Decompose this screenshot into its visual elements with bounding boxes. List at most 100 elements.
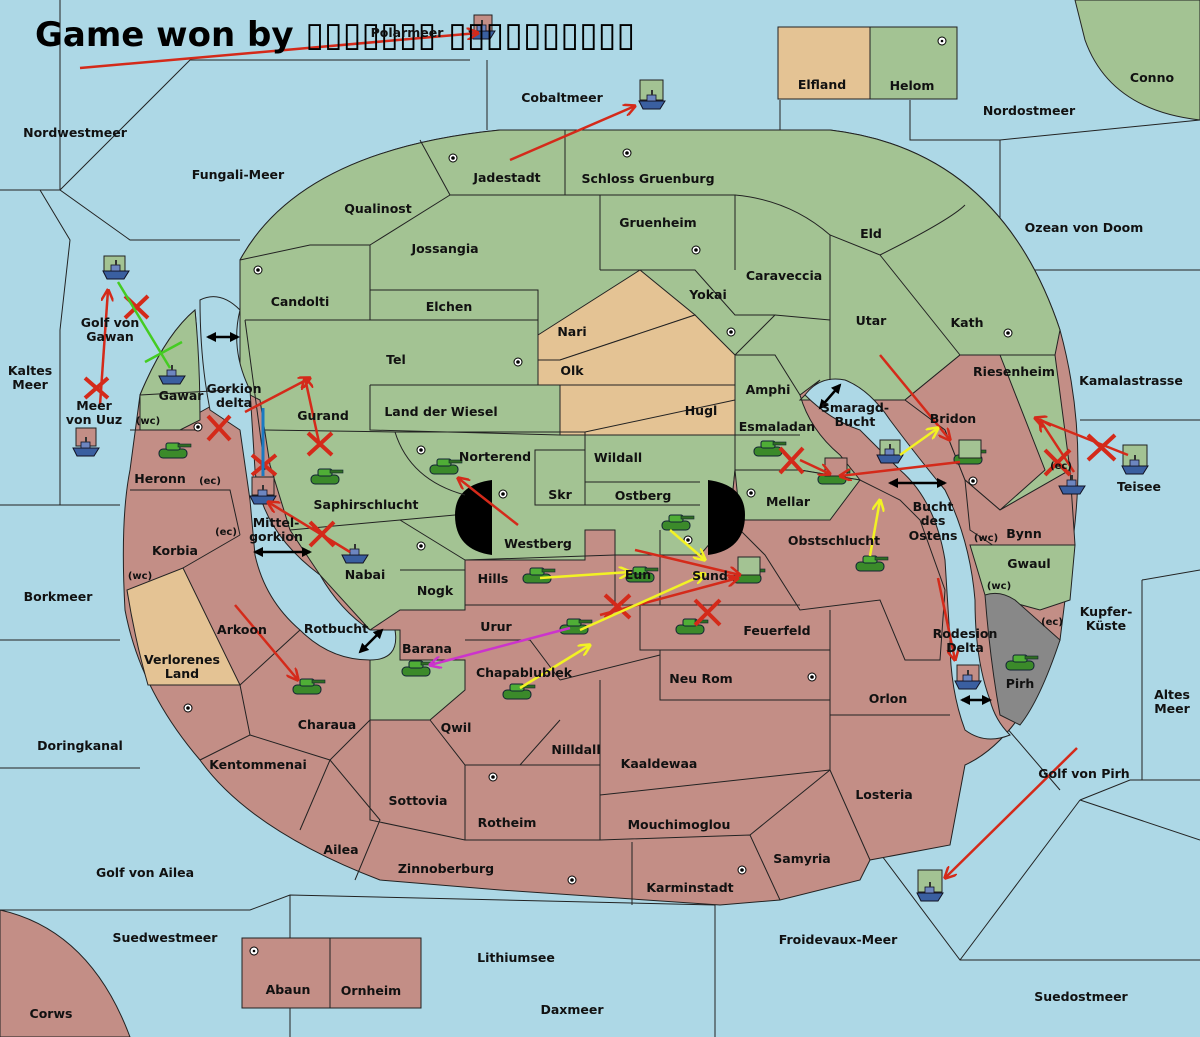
sea-altes-1[interactable]: Altes	[1154, 687, 1190, 702]
label-gruenheim[interactable]: Gruenheim	[619, 215, 696, 230]
label-zinnoberburg[interactable]: Zinnoberburg	[398, 861, 494, 876]
label-karminstadt[interactable]: Karminstadt	[646, 880, 733, 895]
label-olk[interactable]: Olk	[560, 363, 584, 378]
label-nilldall[interactable]: Nilldall	[551, 742, 600, 757]
label-verlorenes-1[interactable]: Verlorenes	[144, 652, 220, 667]
label-candolti[interactable]: Candolti	[271, 294, 330, 309]
sea-nordostmeer[interactable]: Nordostmeer	[983, 103, 1076, 118]
label-norterend[interactable]: Norterend	[459, 449, 531, 464]
label-kath[interactable]: Kath	[951, 315, 984, 330]
sea-mittel-2[interactable]: gorkion	[249, 529, 303, 544]
sea-meer-uuz-2[interactable]: von Uuz	[66, 412, 122, 427]
label-riesenheim[interactable]: Riesenheim	[973, 364, 1055, 379]
sea-kupfer-1[interactable]: Kupfer-	[1080, 604, 1133, 619]
sea-doringkanal[interactable]: Doringkanal	[37, 738, 123, 753]
sea-meer-uuz-1[interactable]: Meer	[76, 398, 112, 413]
label-gurand[interactable]: Gurand	[297, 408, 349, 423]
label-heronn[interactable]: Heronn	[134, 471, 186, 486]
label-charaua[interactable]: Charaua	[298, 717, 356, 732]
label-korbia[interactable]: Korbia	[152, 543, 198, 558]
sea-gorkion-1[interactable]: Gorkion	[206, 381, 261, 396]
label-eun[interactable]: Eun	[625, 567, 651, 582]
label-elchen[interactable]: Elchen	[426, 299, 473, 314]
sea-polarmeer[interactable]: Polarmeer	[371, 25, 445, 40]
label-kentommenai[interactable]: Kentommenai	[209, 757, 307, 772]
sea-gorkion-2[interactable]: delta	[216, 395, 252, 410]
sea-nordwestmeer[interactable]: Nordwestmeer	[23, 125, 128, 140]
sea-kamalastrasse[interactable]: Kamalastrasse	[1079, 373, 1183, 388]
label-abaun[interactable]: Abaun	[266, 982, 311, 997]
label-sottovia[interactable]: Sottovia	[389, 793, 448, 808]
label-amphi[interactable]: Amphi	[746, 382, 791, 397]
sea-golf-gawan-2[interactable]: Gawan	[86, 329, 134, 344]
label-wildall[interactable]: Wildall	[594, 450, 642, 465]
land-conno-label[interactable]: Conno	[1130, 70, 1175, 85]
label-verlorenes-2[interactable]: Land	[165, 666, 199, 681]
label-westberg[interactable]: Westberg	[504, 536, 572, 551]
sea-kaltes-1[interactable]: Kaltes	[8, 363, 52, 378]
sea-froidevaux[interactable]: Froidevaux-Meer	[779, 932, 898, 947]
label-teisee[interactable]: Teisee	[1117, 479, 1161, 494]
label-nogk[interactable]: Nogk	[417, 583, 454, 598]
label-pirh[interactable]: Pirh	[1006, 676, 1035, 691]
sea-bucht-3[interactable]: Ostens	[909, 528, 958, 543]
label-nari[interactable]: Nari	[557, 324, 586, 339]
sea-golf-ailea[interactable]: Golf von Ailea	[96, 865, 194, 880]
label-helom[interactable]: Helom	[890, 78, 935, 93]
label-mellar[interactable]: Mellar	[766, 494, 811, 509]
sea-fungali[interactable]: Fungali-Meer	[192, 167, 285, 182]
label-rotheim[interactable]: Rotheim	[478, 815, 537, 830]
label-saphirschlucht[interactable]: Saphirschlucht	[314, 497, 419, 512]
sea-kaltes-2[interactable]: Meer	[12, 377, 48, 392]
label-mouchimoglou[interactable]: Mouchimoglou	[628, 817, 731, 832]
label-chapablublek[interactable]: Chapablublek	[476, 665, 573, 680]
label-jadestadt[interactable]: Jadestadt	[472, 170, 540, 185]
sea-suedwestmeer[interactable]: Suedwestmeer	[113, 930, 219, 945]
sea-borkmeer[interactable]: Borkmeer	[24, 589, 94, 604]
label-hills[interactable]: Hills	[478, 571, 509, 586]
sea-smaragd-2[interactable]: Bucht	[835, 414, 876, 429]
label-samyria[interactable]: Samyria	[773, 851, 831, 866]
land-ornheim[interactable]	[329, 937, 422, 1009]
label-urur[interactable]: Urur	[480, 619, 512, 634]
label-losteria[interactable]: Losteria	[855, 787, 912, 802]
label-land-wiesel[interactable]: Land der Wiesel	[384, 404, 497, 419]
label-schloss[interactable]: Schloss Gruenburg	[581, 171, 714, 186]
sea-rotbucht[interactable]: Rotbucht	[304, 621, 368, 636]
label-orlon[interactable]: Orlon	[869, 691, 908, 706]
label-bynn[interactable]: Bynn	[1006, 526, 1041, 541]
label-qualinost[interactable]: Qualinost	[344, 201, 411, 216]
sea-rodesion-1[interactable]: Rodesion	[933, 626, 998, 641]
label-gawar[interactable]: Gawar	[159, 388, 205, 403]
sea-golf-pirh[interactable]: Golf von Pirh	[1038, 766, 1129, 781]
label-skr[interactable]: Skr	[548, 487, 572, 502]
label-nabai[interactable]: Nabai	[345, 567, 386, 582]
sea-suedostmeer[interactable]: Suedostmeer	[1034, 989, 1128, 1004]
sea-smaragd-1[interactable]: Smaragd-	[821, 400, 889, 415]
label-elfland[interactable]: Elfland	[798, 77, 846, 92]
sea-lithiumsee[interactable]: Lithiumsee	[477, 950, 555, 965]
label-eld[interactable]: Eld	[860, 226, 882, 241]
sea-golf-gawan-1[interactable]: Golf von	[81, 315, 140, 330]
label-jossangia[interactable]: Jossangia	[410, 241, 478, 256]
label-kaaldewaa[interactable]: Kaaldewaa	[621, 756, 698, 771]
sea-cobaltmeer[interactable]: Cobaltmeer	[521, 90, 603, 105]
label-sund[interactable]: Sund	[692, 568, 728, 583]
label-qwil[interactable]: Qwil	[441, 720, 472, 735]
label-feuerfeld[interactable]: Feuerfeld	[743, 623, 810, 638]
label-utar[interactable]: Utar	[856, 313, 888, 328]
sea-mittel-1[interactable]: Mittel-	[253, 515, 300, 530]
label-ostberg[interactable]: Ostberg	[615, 488, 672, 503]
sea-bucht-1[interactable]: Bucht	[913, 499, 954, 514]
sea-rodesion-2[interactable]: Delta	[946, 640, 984, 655]
sea-ozean-doom[interactable]: Ozean von Doom	[1025, 220, 1144, 235]
label-bridon[interactable]: Bridon	[930, 411, 976, 426]
label-gwaul[interactable]: Gwaul	[1007, 556, 1050, 571]
sea-kupfer-2[interactable]: Küste	[1086, 618, 1126, 633]
fleet-units[interactable]	[72, 14, 1149, 902]
label-corws[interactable]: Corws	[30, 1006, 73, 1021]
land-corws[interactable]	[0, 909, 131, 1037]
label-obstschlucht[interactable]: Obstschlucht	[788, 533, 880, 548]
sea-altes-2[interactable]: Meer	[1154, 701, 1190, 716]
